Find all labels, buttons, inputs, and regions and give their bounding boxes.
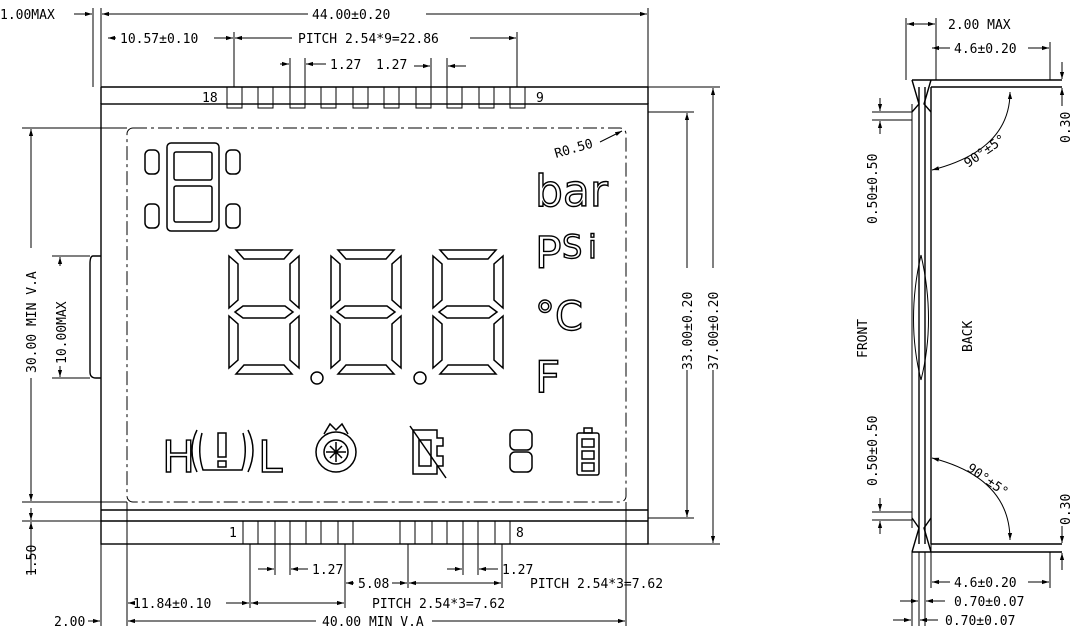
lead-thickness-top: 0.30 — [1059, 112, 1074, 143]
pin-gap-bottom-a: 1.27 — [312, 563, 343, 578]
battery-icon — [576, 427, 600, 476]
glass-back: 0.70±0.07 — [945, 614, 1015, 629]
bend-angle-bottom: 90°±5° — [964, 461, 1011, 500]
left-tab — [89, 255, 101, 379]
lead-length-bottom: 4.6±0.20 — [954, 576, 1017, 591]
decimal-point-2 — [413, 371, 427, 385]
unit-fahrenheit: F — [535, 352, 560, 403]
overall-width: 44.00±0.20 — [312, 8, 390, 23]
pin-gap-top-a: 1.27 — [330, 58, 361, 73]
front-label: FRONT — [856, 319, 871, 358]
pitch-bottom-right: PITCH 2.54*3=7.62 — [530, 577, 663, 592]
va-min-width: 40.00 MIN V.A — [322, 615, 424, 630]
h-label: H — [162, 432, 195, 483]
small-digit-bottom — [509, 429, 533, 473]
bottom-pins — [242, 520, 511, 545]
bend-angle-top: 90°±5° — [962, 132, 1009, 171]
pin-gap-top-b: 1.27 — [376, 58, 407, 73]
unit-psi-s: S — [562, 228, 582, 266]
glass-front: 0.70±0.07 — [954, 595, 1024, 610]
glass-height: 33.00±0.20 — [681, 292, 696, 370]
bottom-offset: 1.50 — [25, 545, 40, 576]
first-pin-offset: 10.57±0.10 — [120, 32, 198, 47]
lead-offset-top: 0.50±0.50 — [866, 154, 881, 224]
max-thickness: 2.00 MAX — [948, 18, 1011, 33]
digit-1 — [228, 249, 300, 375]
left-dimensions: 30.00 MIN V.A 10.00MAX 1.50 — [22, 127, 127, 576]
left-offset-max: 1.00MAX — [0, 8, 55, 23]
digit-2 — [330, 249, 402, 375]
top-pins — [226, 86, 526, 109]
front-view: 18 9 1 8 R0.50 — [0, 8, 722, 630]
viewing-area — [126, 127, 627, 503]
lead-offset-bottom: 0.50±0.50 — [866, 416, 881, 486]
bottom-dimensions: 1.27 1.27 5.08 PITCH 2.54*3=7.62 11.84±0… — [54, 502, 663, 630]
pitch-bottom-left: PITCH 2.54*3=7.62 — [372, 597, 505, 612]
sensor-dial-icon — [315, 422, 357, 473]
tab-height: 10.00MAX — [55, 301, 70, 364]
back-label: BACK — [961, 321, 976, 352]
decimal-point-1 — [310, 371, 324, 385]
tire-pressure-warning-icon — [191, 429, 254, 473]
outer-height: 37.00±0.20 — [707, 292, 722, 370]
pin-group-gap: 5.08 — [358, 577, 389, 592]
unit-psi-p: P — [535, 228, 562, 279]
sensor-fault-icon — [409, 425, 447, 479]
bottom-lead — [912, 543, 1062, 553]
l-label: L — [258, 432, 283, 483]
digit-3 — [432, 249, 504, 375]
bottom-first-pin: 11.84±0.10 — [133, 597, 211, 612]
small-digit-top-left — [144, 142, 241, 232]
top-lead — [912, 79, 1062, 88]
tab-profile — [913, 254, 922, 381]
unit-celsius: °C — [535, 294, 583, 340]
va-min-height: 30.00 MIN V.A — [25, 271, 40, 373]
left-margin: 2.00 — [54, 615, 85, 630]
bottom-lead-clip — [911, 517, 932, 553]
unit-psi-i: i — [588, 228, 597, 266]
top-lead-clip — [911, 79, 932, 113]
outer-frame — [100, 103, 649, 545]
right-dimensions: 33.00±0.20 37.00±0.20 — [648, 86, 722, 545]
pitch-top: PITCH 2.54*9=22.86 — [298, 32, 439, 47]
pin-8-label: 8 — [516, 526, 524, 541]
unit-bar: bar — [535, 166, 609, 217]
pin-18-label: 18 — [202, 91, 218, 106]
lead-thickness-bottom: 0.30 — [1059, 494, 1074, 525]
pin-1-label: 1 — [229, 526, 237, 541]
top-dimensions: 1.00MAX 44.00±0.20 10.57±0.10 PITCH 2.54… — [0, 8, 649, 104]
side-view: FRONT BACK 2.00 MAX 4.6±0.20 0.30 0.50±0… — [856, 18, 1074, 629]
lead-length-top: 4.6±0.20 — [954, 42, 1017, 57]
corner-radius-label: R0.50 — [553, 137, 595, 162]
pin-gap-bottom-b: 1.27 — [502, 563, 533, 578]
pin-9-label: 9 — [536, 91, 544, 106]
